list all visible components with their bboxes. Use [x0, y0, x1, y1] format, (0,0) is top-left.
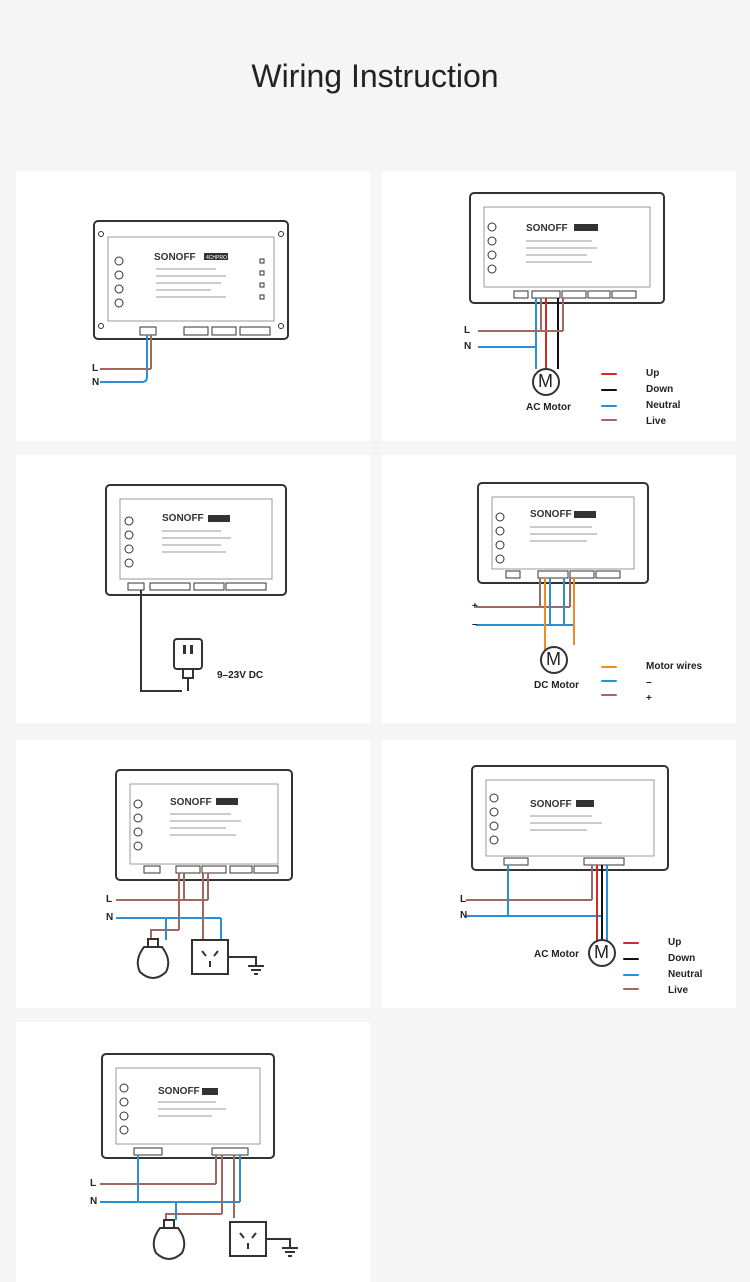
label-neutral: N [90, 1196, 98, 1207]
device-diagram: SONOFF [105, 484, 287, 692]
motor-symbol: M [546, 649, 561, 669]
device-diagram: SONOFF [115, 769, 293, 979]
motor-symbol: M [594, 942, 609, 962]
panel-ac-motor-4chpro: SONOFF L N M AC Motor Up Down Neutral Li… [382, 171, 736, 441]
legend-item: Live [668, 985, 689, 996]
legend-item: Motor wires [646, 661, 703, 672]
panel-lamp-socket-4chpro: SONOFF L N [16, 740, 370, 1008]
power-socket-icon [229, 1221, 298, 1257]
legend-item: Up [646, 368, 660, 379]
motor-caption: AC Motor [526, 402, 571, 413]
device-diagram: SONOFF [100, 1053, 298, 1260]
light-bulb-icon [136, 938, 170, 979]
brand-logo: SONOFF [162, 513, 204, 524]
legend-item: + [646, 693, 652, 704]
brand-logo: SONOFF [526, 223, 568, 234]
page-title: Wiring Instruction [251, 58, 499, 94]
legend-item: Up [668, 937, 682, 948]
power-adapter-icon [173, 638, 203, 670]
panel-basic-wiring: SONOFF 4CHPRO L N [16, 171, 370, 441]
legend-item: Down [646, 384, 674, 395]
legend-item: Neutral [668, 969, 703, 980]
panel-dc-motor: SONOFF + – M DC Motor Motor wires – + [382, 455, 736, 723]
motor-caption: AC Motor [534, 949, 579, 960]
panel-lamp-socket-4ch: SONOFF L N [16, 1022, 370, 1282]
power-socket-icon [191, 939, 264, 975]
light-bulb-icon [152, 1219, 186, 1260]
label-live: L [90, 1178, 97, 1189]
ground-icon [282, 1247, 298, 1257]
motor-symbol: M [538, 371, 553, 391]
legend: Up Down Neutral Live [622, 367, 680, 431]
legend: Up Down Neutral Live [644, 936, 702, 1000]
brand-logo: SONOFF [530, 509, 572, 520]
brand-logo: SONOFF [154, 252, 196, 263]
motor-caption: DC Motor [534, 680, 579, 691]
panel-ac-motor-4ch: SONOFF L N M AC Motor Up Down Neutral Li… [382, 740, 736, 1008]
label-neutral: N [460, 910, 468, 921]
label-neutral: N [106, 912, 114, 923]
label-live: L [106, 894, 113, 905]
legend: Motor wires – + [622, 660, 702, 708]
voltage-caption: 9–23V DC [217, 670, 264, 681]
device-diagram: SONOFF [466, 765, 669, 990]
label-neutral: N [464, 341, 472, 352]
label-live: L [464, 325, 471, 336]
brand-logo: SONOFF [530, 799, 572, 810]
label-neutral: N [92, 377, 100, 388]
label-positive: + [472, 601, 478, 612]
label-live: L [460, 894, 467, 905]
label-negative: – [472, 619, 478, 630]
legend-item: Down [668, 953, 696, 964]
label-live: L [92, 363, 99, 374]
brand-logo: SONOFF [170, 797, 212, 808]
legend-item: Neutral [646, 400, 681, 411]
legend-item: Live [646, 416, 667, 427]
ground-icon [248, 965, 264, 975]
panel-dc-power: SONOFF 9–23V DC [16, 455, 370, 723]
legend-item: – [646, 677, 652, 688]
brand-logo: SONOFF [158, 1086, 200, 1097]
device-diagram: SONOFF 4CHPRO [93, 220, 289, 383]
device-diagram: SONOFF [469, 192, 665, 421]
svg-text:4CHPRO: 4CHPRO [206, 255, 227, 261]
device-diagram: SONOFF [476, 482, 649, 696]
